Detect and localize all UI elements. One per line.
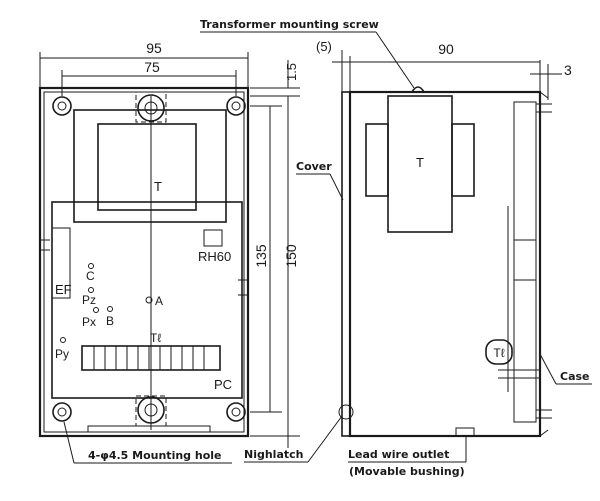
callout-transformer-screw: Transformer mounting screw bbox=[200, 18, 379, 31]
front-view: T PC RH60 EF C Pz Px B A Py Tℓ bbox=[38, 86, 250, 438]
side-cover bbox=[341, 91, 351, 437]
front-bottom-bracket bbox=[87, 425, 211, 433]
lead-wire-bushing bbox=[455, 427, 475, 437]
front-dimensions: 95 75 1.5 135 150 bbox=[39, 40, 300, 448]
terminal-block-label: Tℓ bbox=[150, 331, 161, 345]
callout-case: Case bbox=[560, 370, 590, 383]
ef-label: EF bbox=[55, 282, 72, 297]
mounting-hole-bottom-left bbox=[52, 402, 72, 422]
callout-cover: Cover bbox=[296, 160, 332, 173]
dim-front-width: 95 bbox=[146, 40, 162, 56]
relay-outline bbox=[203, 229, 223, 247]
side-case bbox=[348, 90, 542, 438]
pin-pz-label: Pz bbox=[82, 293, 96, 307]
side-terminal-label: Tℓ bbox=[493, 346, 504, 360]
pc-label: PC bbox=[214, 377, 232, 392]
pc-board bbox=[51, 201, 243, 399]
mounting-hole-top-right bbox=[226, 96, 246, 116]
callout-lead-wire-outlet: Lead wire outlet bbox=[348, 448, 449, 461]
callout-nighlatch: Nighlatch bbox=[244, 448, 304, 461]
dim-hole-spacing: 75 bbox=[144, 59, 160, 75]
dim-side-flange: 3 bbox=[564, 62, 572, 78]
side-terminal bbox=[485, 339, 513, 365]
nighlatch-latch bbox=[338, 404, 354, 420]
callout-movable-bushing: (Movable bushing) bbox=[349, 465, 465, 478]
pin-px-label: Px bbox=[82, 315, 96, 329]
dim-side-offset: (5) bbox=[316, 39, 332, 54]
side-transformer-label: T bbox=[416, 155, 424, 170]
mounting-hole-bottom-right bbox=[226, 402, 246, 422]
side-view: T Tℓ bbox=[338, 86, 552, 438]
dim-inner-height: 135 bbox=[253, 244, 269, 268]
mounting-hole-top-left bbox=[52, 96, 72, 116]
callouts: Transformer mounting screw Cover Case 4-… bbox=[63, 18, 592, 478]
callout-mounting-hole: 4-φ4.5 Mounting hole bbox=[88, 449, 222, 462]
transformer-label: T bbox=[154, 179, 162, 194]
transformer-outline bbox=[73, 109, 227, 223]
pin-c-label: C bbox=[86, 269, 95, 283]
transformer-core bbox=[97, 123, 197, 211]
transformer-screw-head bbox=[411, 86, 425, 93]
pin-py-label: Py bbox=[55, 347, 69, 361]
dim-overall-height: 150 bbox=[283, 244, 299, 268]
dim-top-offset: 1.5 bbox=[284, 63, 299, 81]
dim-side-depth: 90 bbox=[438, 41, 454, 57]
pin-a-label: A bbox=[155, 294, 163, 308]
relay-label: RH60 bbox=[198, 249, 231, 264]
ef-terminal bbox=[51, 227, 71, 299]
pin-b-label: B bbox=[106, 314, 114, 328]
side-dimensions: (5) 90 3 bbox=[316, 39, 572, 100]
side-case-inner bbox=[513, 101, 537, 423]
front-case-outline bbox=[38, 86, 250, 438]
